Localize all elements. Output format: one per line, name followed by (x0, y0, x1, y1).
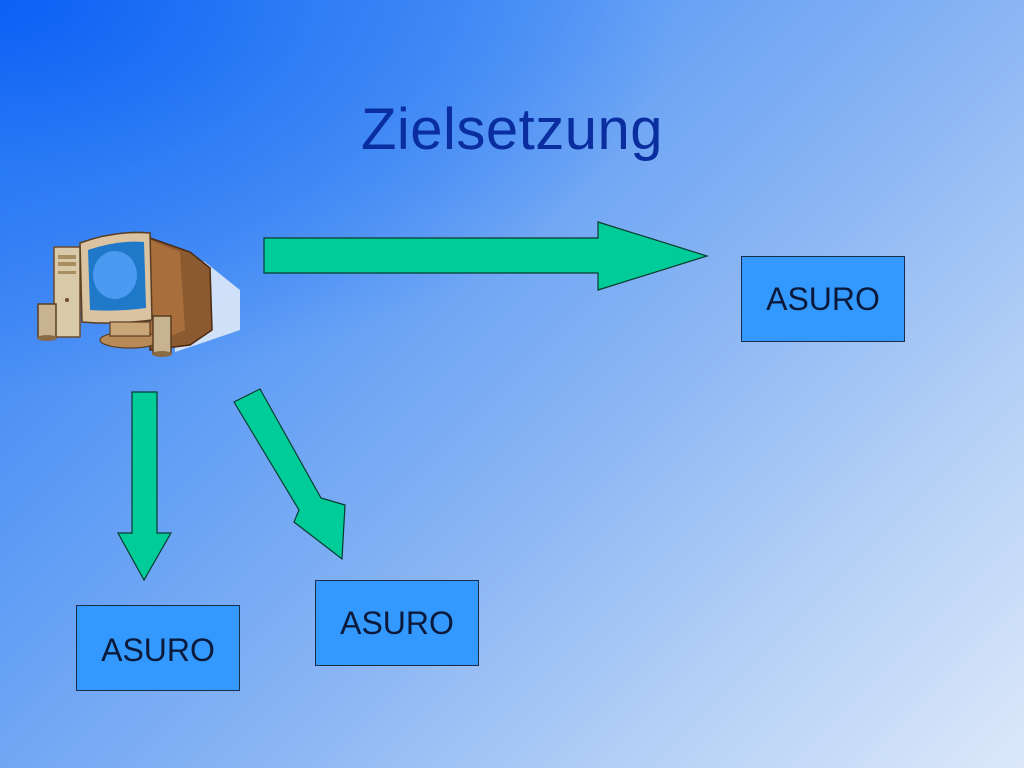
computer-icon (37, 231, 240, 357)
asuro-box-middle: ASURO (315, 580, 479, 666)
asuro-label: ASURO (101, 632, 215, 668)
asuro-label: ASURO (340, 605, 454, 641)
arrow-to-asuro-right (263, 221, 710, 291)
asuro-label: ASURO (766, 281, 880, 317)
arrow-to-asuro-left (116, 391, 173, 582)
asuro-box-left: ASURO (76, 605, 240, 691)
asuro-box-right: ASURO (741, 256, 905, 342)
arrow-to-asuro-middle (233, 388, 346, 561)
page-title: Zielsetzung (360, 97, 664, 162)
